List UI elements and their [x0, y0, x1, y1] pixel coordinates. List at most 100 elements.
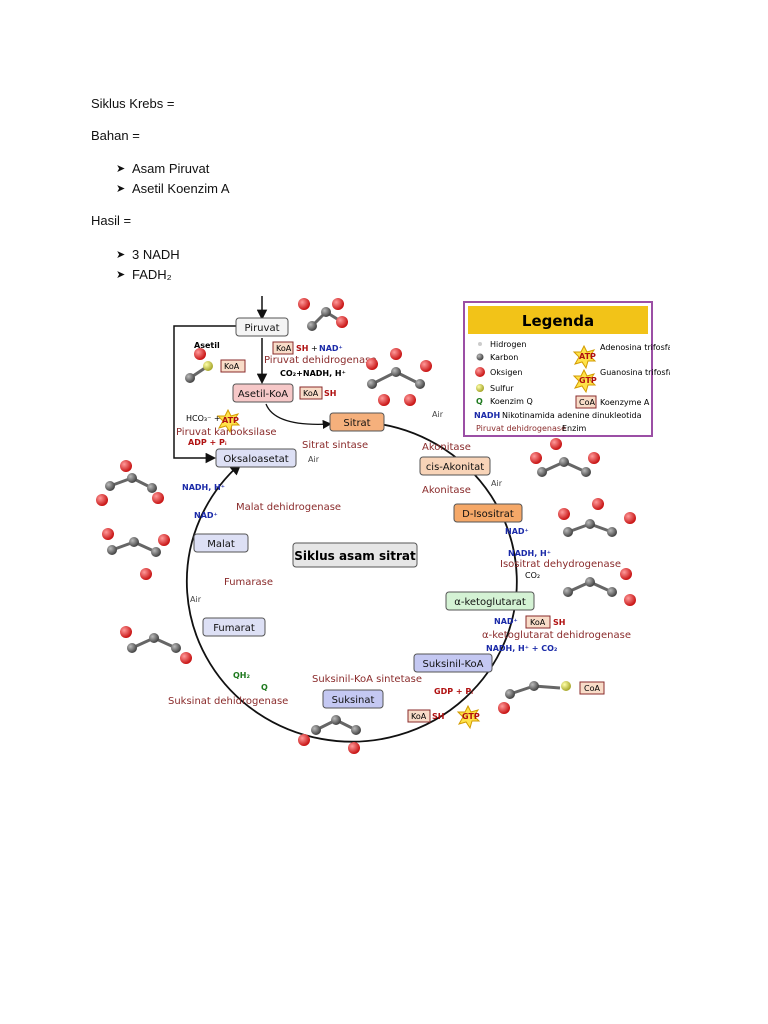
svg-text:Piruvat: Piruvat: [244, 323, 279, 334]
coa-box: KoA: [220, 359, 246, 373]
svg-text:Siklus asam sitrat: Siklus asam sitrat: [294, 549, 416, 563]
legend-nadh-label: NADH: [474, 411, 500, 420]
sh-label: SH: [324, 389, 336, 398]
coa-box: [575, 395, 597, 409]
legend-item: Oksigen: [490, 368, 522, 377]
oxygen-atom-icon: [475, 367, 485, 377]
carboxylase-arrow: [173, 325, 236, 464]
atp-star-icon: [572, 344, 597, 370]
co2-label: CO₂: [525, 571, 540, 580]
asetil-koa-node: Asetil-KoA: [232, 383, 294, 403]
sulfur-atom-icon: [476, 384, 484, 392]
malat-node: Malat: [193, 533, 249, 553]
q-label: Q: [261, 683, 268, 692]
legend-item: Adenosina trifosfat: [600, 343, 670, 352]
svg-text:GTP: GTP: [462, 712, 480, 721]
enzyme-label: Malat dehidrogenase: [236, 502, 341, 513]
cis-akonitat-node: cis-Akonitat: [419, 456, 491, 476]
gdp-pi-label: GDP + Pᵢ: [434, 687, 473, 696]
hco3-label: HCO₃⁻ +: [186, 414, 221, 423]
nad-plus-label: NAD⁺: [505, 527, 529, 536]
enzyme-label: Suksinil-KoA sintetase: [312, 674, 422, 685]
atp-star-icon: ATP: [216, 408, 241, 434]
enzyme-label: Sitrat sintase: [302, 440, 368, 451]
list-item: ➤ 3 NADH: [116, 247, 180, 262]
enzyme-label: Piruvat dehidrogenase: [264, 355, 377, 366]
arrow-bullet-icon: ➤: [116, 269, 126, 281]
hasil-item: 3 NADH: [132, 247, 180, 262]
nadh-h-label: NADH, H⁺: [508, 549, 551, 558]
coa-box: KoA: [525, 615, 551, 629]
succinyl-coa-molecule-icon: CoA: [498, 681, 605, 714]
svg-text:Sitrat: Sitrat: [343, 418, 370, 429]
coa-box: KoA: [407, 709, 431, 723]
legend-item: Enzim: [562, 424, 587, 433]
arrow-bullet-icon: ➤: [116, 249, 126, 261]
legend-item: Piruvat dehidrogenase: [476, 424, 566, 433]
nad-plus-label: NAD⁺: [319, 344, 343, 353]
enzyme-label: Suksinat dehidrogenase: [168, 696, 288, 707]
citrate-molecule-icon: [366, 348, 432, 406]
svg-text:D-Isositrat: D-Isositrat: [462, 509, 514, 520]
arrow-bullet-icon: ➤: [116, 183, 126, 195]
sitrat-node: Sitrat: [329, 412, 385, 432]
oxaloacetate-molecule-icon: [96, 460, 164, 506]
arrow-bullet-icon: ➤: [116, 163, 126, 175]
citric-acid-cycle-diagram: Piruvat Asetil-KoA Sitrat cis-Akonitat D…: [96, 296, 670, 754]
bahan-heading: Bahan =: [91, 128, 140, 143]
legend-item: Karbon: [490, 353, 518, 362]
svg-text:KoA: KoA: [411, 712, 427, 721]
suksinat-node: Suksinat: [322, 689, 384, 709]
svg-text:KoA: KoA: [224, 362, 240, 371]
cis-aconitate-molecule-icon: [530, 438, 600, 477]
adp-pi-label: ADP + Pᵢ: [188, 438, 227, 447]
q-icon: Q: [476, 397, 483, 406]
enzyme-label: Isositrat dehydrogenase: [500, 559, 621, 570]
a-ketoglutarat-node: α-ketoglutarat: [445, 591, 535, 611]
oksaloasetat-node: Oksaloasetat: [215, 448, 297, 468]
coa-box: KoA: [272, 341, 294, 355]
enzyme-label: Fumarase: [224, 577, 273, 588]
svg-text:α-ketoglutarat: α-ketoglutarat: [454, 597, 526, 608]
svg-text:Suksinil-KoA: Suksinil-KoA: [423, 659, 484, 670]
gtp-star-icon: [572, 368, 597, 394]
ketoglutarate-molecule-icon: [563, 568, 636, 606]
siklus-krebs-heading: Siklus Krebs =: [91, 96, 175, 111]
plus-label: +: [311, 344, 318, 353]
malate-molecule-icon: [102, 528, 170, 580]
fumarate-molecule-icon: [120, 626, 192, 664]
acetyl-to-citrate: [265, 403, 332, 429]
hasil-item: FADH₂: [132, 267, 172, 282]
asetil-label: Asetil: [194, 341, 220, 350]
legend-coa-label: CoA: [579, 398, 595, 407]
nadh-h-label: NADH, H⁺: [182, 483, 225, 492]
air-label: Air: [190, 595, 202, 604]
coa-box: KoA: [299, 386, 323, 400]
svg-text:KoA: KoA: [303, 389, 319, 398]
legend-item: Koenzyme A: [600, 398, 650, 407]
list-item: ➤ Asetil Koenzim A: [116, 181, 230, 196]
bahan-item: Asetil Koenzim A: [132, 181, 230, 196]
svg-text:KoA: KoA: [276, 344, 292, 353]
svg-text:Malat: Malat: [207, 539, 235, 550]
sh-label: SH: [432, 712, 444, 721]
co2-nadh-label: CO₂+NADH, H⁺: [280, 369, 346, 378]
hydrogen-atom-icon: [478, 342, 482, 346]
nadh-co2-label: NADH, H⁺ + CO₂: [486, 644, 558, 653]
legend-item: Nikotinamida adenine dinukleotida: [502, 411, 642, 420]
svg-text:KoA: KoA: [530, 618, 546, 627]
svg-text:cis-Akonitat: cis-Akonitat: [426, 462, 484, 473]
list-item: ➤ FADH₂: [116, 267, 172, 282]
nad-plus-label: NAD⁺: [494, 617, 518, 626]
succinate-molecule-icon: [298, 715, 361, 754]
svg-text:Suksinat: Suksinat: [332, 695, 375, 706]
bahan-item: Asam Piruvat: [132, 161, 210, 176]
carbon-atom-icon: [476, 353, 484, 361]
d-isositrat-node: D-Isositrat: [453, 503, 523, 523]
legend-item: Hidrogen: [490, 340, 526, 349]
legend: Legenda Hidrogen Karbon Oksigen Sulfur Q…: [463, 301, 670, 437]
sh-label: SH: [553, 618, 565, 627]
svg-text:Oksaloasetat: Oksaloasetat: [223, 454, 288, 465]
legend-item: Guanosina trifosfat: [600, 368, 670, 377]
enzyme-label: Akonitase: [422, 442, 471, 453]
